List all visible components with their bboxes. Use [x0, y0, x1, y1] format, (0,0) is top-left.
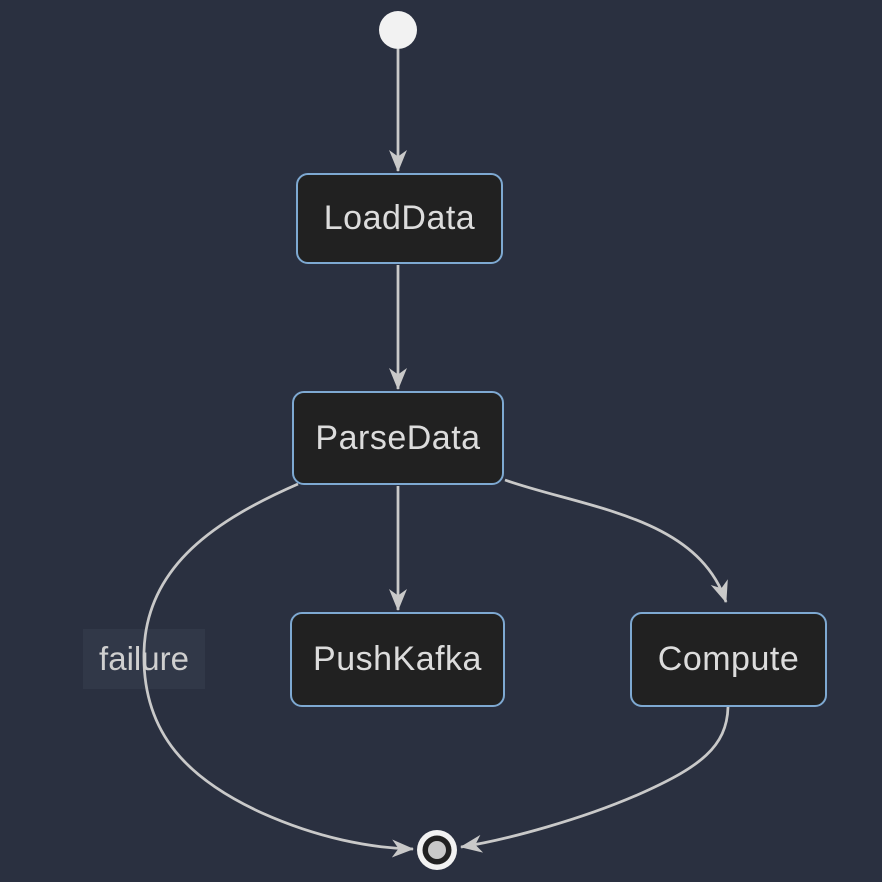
state-node-parsedata: ParseData — [292, 391, 504, 485]
state-node-pushkafka: PushKafka — [290, 612, 505, 707]
edge-parsedata-end-failure — [142, 482, 414, 858]
final-state-dot — [428, 841, 446, 859]
edge-label-failure: failure — [99, 640, 189, 677]
initial-state-node — [379, 11, 417, 49]
final-state-node — [417, 830, 457, 870]
edge-compute-end — [460, 706, 730, 853]
state-node-loaddata: LoadData — [296, 173, 503, 264]
state-node-compute: Compute — [630, 612, 827, 707]
edge-parsedata-compute — [504, 478, 728, 603]
